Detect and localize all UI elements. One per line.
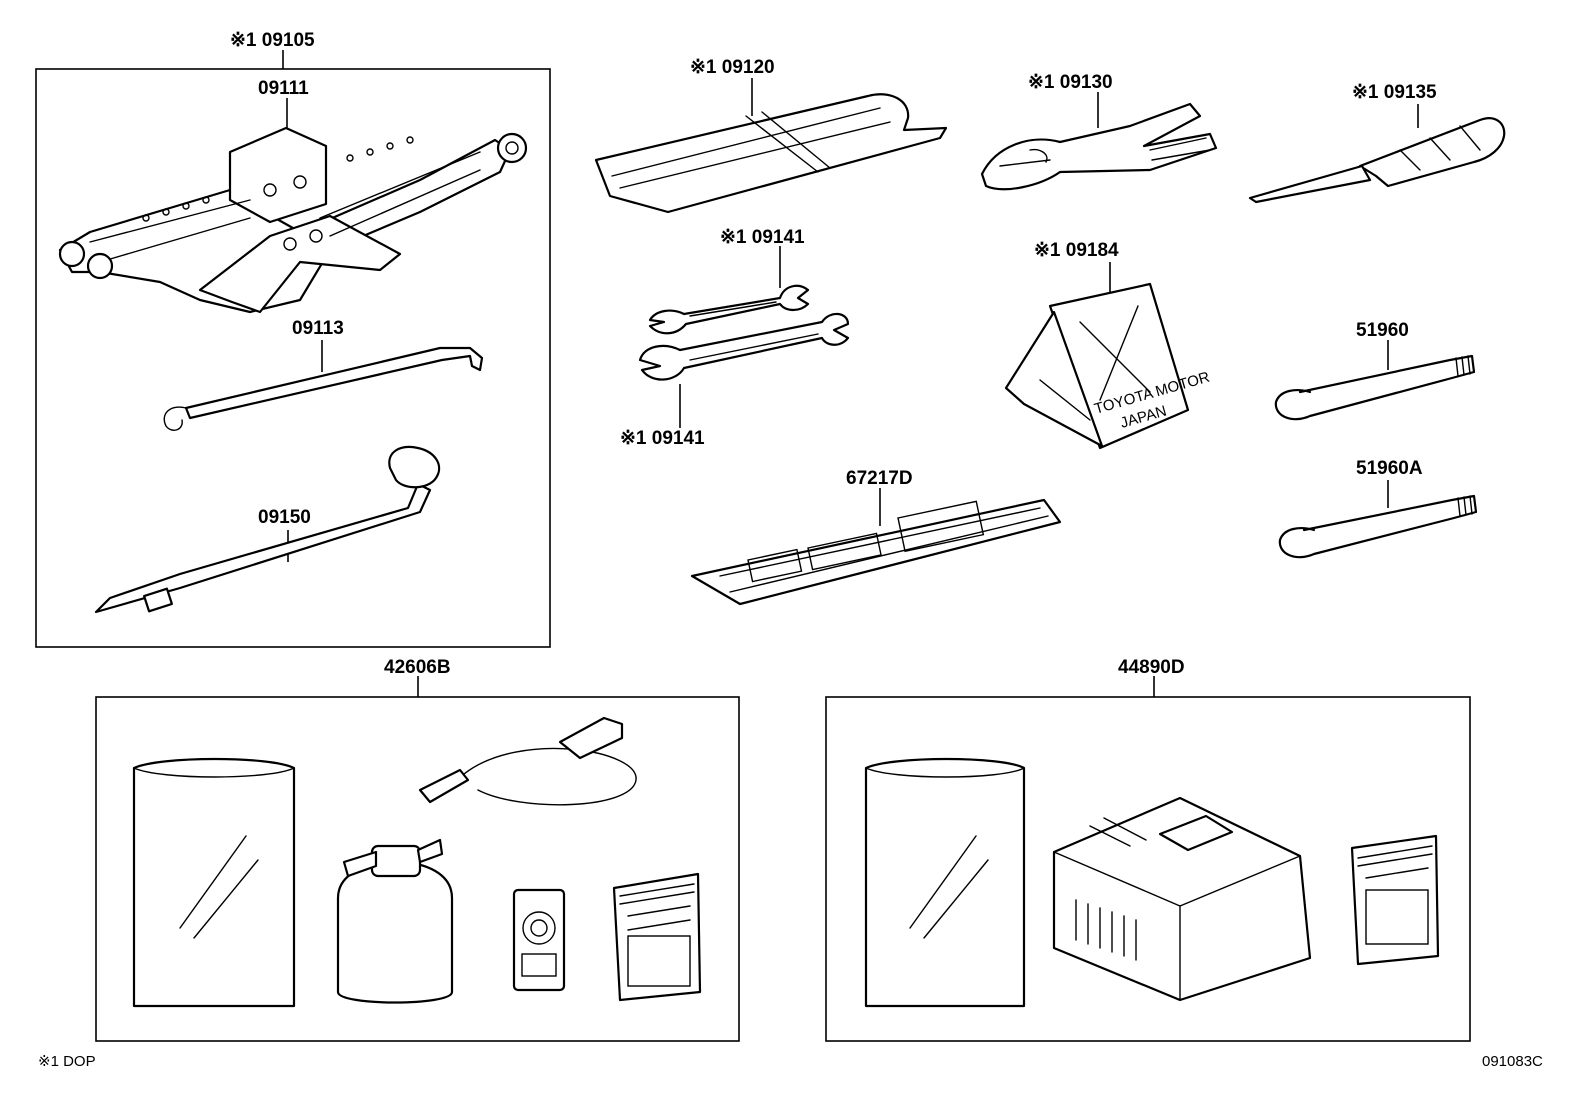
label-jack[interactable]: 09111 xyxy=(258,78,309,99)
compressor-kit-group: 44890D xyxy=(825,657,1471,1042)
tool-bag-illustration: ※1 09120 xyxy=(594,57,948,214)
jack-handle-illustration: 09113 xyxy=(163,318,484,431)
repair-kit-group: 42606B xyxy=(95,657,740,1042)
label-tray[interactable]: 67217D xyxy=(846,468,913,489)
label-tow-hook-1[interactable]: 51960 xyxy=(1356,320,1409,341)
wheel-chock-illustration: ※1 09184 TOYOTA MOTOR JAPAN xyxy=(1004,240,1212,450)
tool-tray-illustration: 67217D xyxy=(690,468,1062,606)
lug-wrench-illustration: 09150 xyxy=(94,445,441,614)
screwdriver-illustration: ※1 09135 xyxy=(1248,82,1506,204)
label-repair-kit[interactable]: 42606B xyxy=(384,657,451,678)
diagram-code: 091083C xyxy=(1482,1053,1543,1070)
label-tool-bag[interactable]: ※1 09120 xyxy=(690,57,775,78)
label-wrench-lower[interactable]: ※1 09141 xyxy=(620,428,705,449)
scissor-jack-illustration: 09111 xyxy=(58,78,528,314)
tow-hook-illustration: 51960 xyxy=(1274,320,1476,421)
wrench-set-illustration: ※1 09141 ※1 09141 xyxy=(620,227,850,449)
pliers-illustration: ※1 09130 xyxy=(980,72,1218,191)
jack-kit-group: ※1 09105 09111 09113 09150 xyxy=(35,30,551,648)
compressor-kit-box xyxy=(825,696,1471,1042)
label-wrench-upper[interactable]: ※1 09141 xyxy=(720,227,805,248)
tow-hook-a-illustration: 51960A xyxy=(1278,458,1478,559)
label-compressor-kit[interactable]: 44890D xyxy=(1118,657,1185,678)
label-screwdriver[interactable]: ※1 09135 xyxy=(1352,82,1437,103)
legend-note: ※1 DOP xyxy=(38,1053,96,1070)
label-pliers[interactable]: ※1 09130 xyxy=(1028,72,1113,93)
label-lug-wrench[interactable]: 09150 xyxy=(258,507,311,528)
label-jack-kit[interactable]: ※1 09105 xyxy=(230,30,315,51)
label-jack-handle[interactable]: 09113 xyxy=(292,318,344,339)
label-tow-hook-2[interactable]: 51960A xyxy=(1356,458,1423,479)
jack-kit-box xyxy=(35,68,551,648)
label-wheel-chock[interactable]: ※1 09184 xyxy=(1034,240,1119,261)
